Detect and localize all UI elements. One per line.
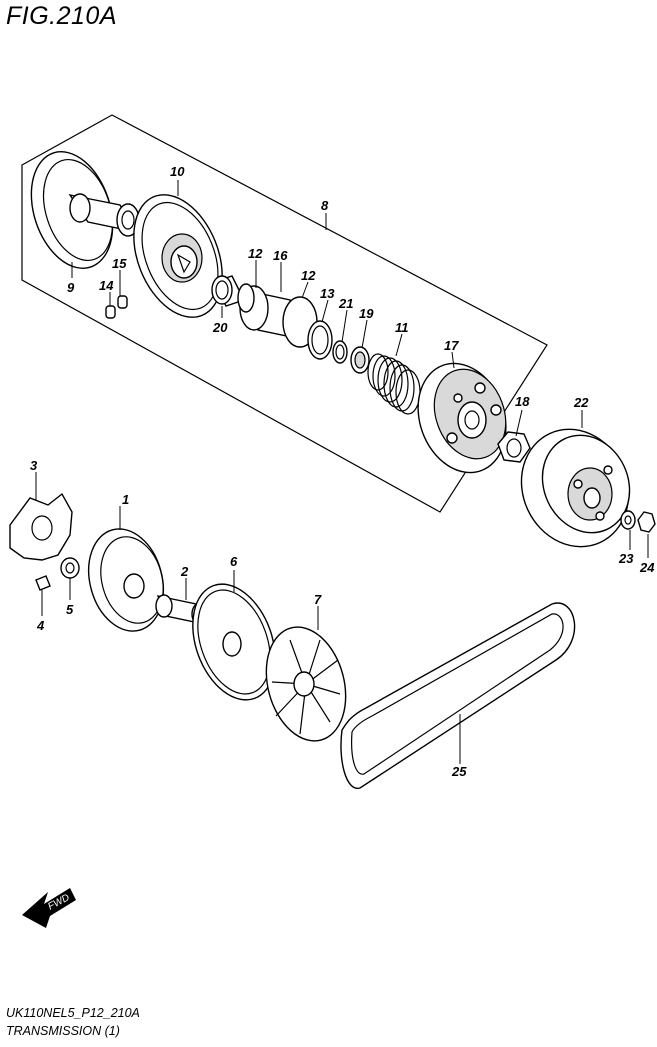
callout-1: 1 — [122, 492, 129, 507]
part-10-driven-face — [133, 194, 223, 318]
callout-21: 21 — [338, 296, 353, 311]
callout-9: 9 — [67, 280, 75, 295]
callout-17: 17 — [444, 338, 459, 353]
callout-5: 5 — [66, 602, 74, 617]
callout-3: 3 — [30, 458, 38, 473]
figure-code: UK110NEL5_P12_210A — [6, 1006, 140, 1020]
part-11-spring — [367, 353, 421, 415]
fwd-arrow-icon: FWD — [22, 888, 76, 928]
callout-23: 23 — [618, 551, 634, 566]
callout-2: 2 — [180, 564, 189, 579]
part-5-roller — [60, 557, 80, 579]
part-25-v-belt — [340, 602, 576, 789]
callout-6: 6 — [230, 554, 238, 569]
callout-20: 20 — [212, 320, 228, 335]
callout-4: 4 — [36, 618, 45, 633]
figure-title: FIG.210A — [6, 2, 117, 30]
part-24-nut — [637, 511, 656, 533]
callout-12b: 12 — [301, 268, 316, 283]
part-12-collar-a — [237, 283, 255, 313]
part-20-needle-bearing — [211, 275, 245, 307]
callout-22: 22 — [573, 395, 589, 410]
callout-15: 15 — [112, 256, 127, 271]
part-4-slide-piece — [35, 575, 51, 591]
callout-14: 14 — [99, 278, 114, 293]
part-22-clutch-housing — [520, 428, 631, 548]
part-14-pin — [105, 305, 116, 319]
part-9-drive-face — [30, 151, 140, 269]
callout-25: 25 — [451, 764, 467, 779]
callout-16: 16 — [273, 248, 288, 263]
callout-11: 11 — [395, 320, 409, 335]
part-1-movable-drive-face — [88, 528, 164, 632]
leader-lines — [35, 180, 649, 764]
callout-7: 7 — [314, 592, 322, 607]
part-23-washer — [620, 510, 636, 530]
part-6-toothed-drive-face — [192, 583, 276, 701]
callout-12a: 12 — [248, 246, 263, 261]
part-13-ring — [307, 320, 333, 360]
part-21-circlip — [332, 340, 348, 364]
callout-19: 19 — [359, 306, 374, 321]
callout-13: 13 — [320, 286, 335, 301]
callout-8: 8 — [321, 198, 329, 213]
callout-18: 18 — [515, 394, 530, 409]
part-18-nut — [497, 431, 531, 463]
part-17-clutch-shoe — [417, 362, 507, 474]
callout-24: 24 — [639, 560, 655, 575]
figure-subtitle: TRANSMISSION (1) — [6, 1024, 120, 1038]
part-15-pin — [117, 295, 128, 309]
callout-10: 10 — [170, 164, 185, 179]
part-3-ramp-plate — [9, 492, 73, 561]
part-19-seal — [350, 346, 370, 374]
part-7-fan-face — [265, 626, 347, 742]
